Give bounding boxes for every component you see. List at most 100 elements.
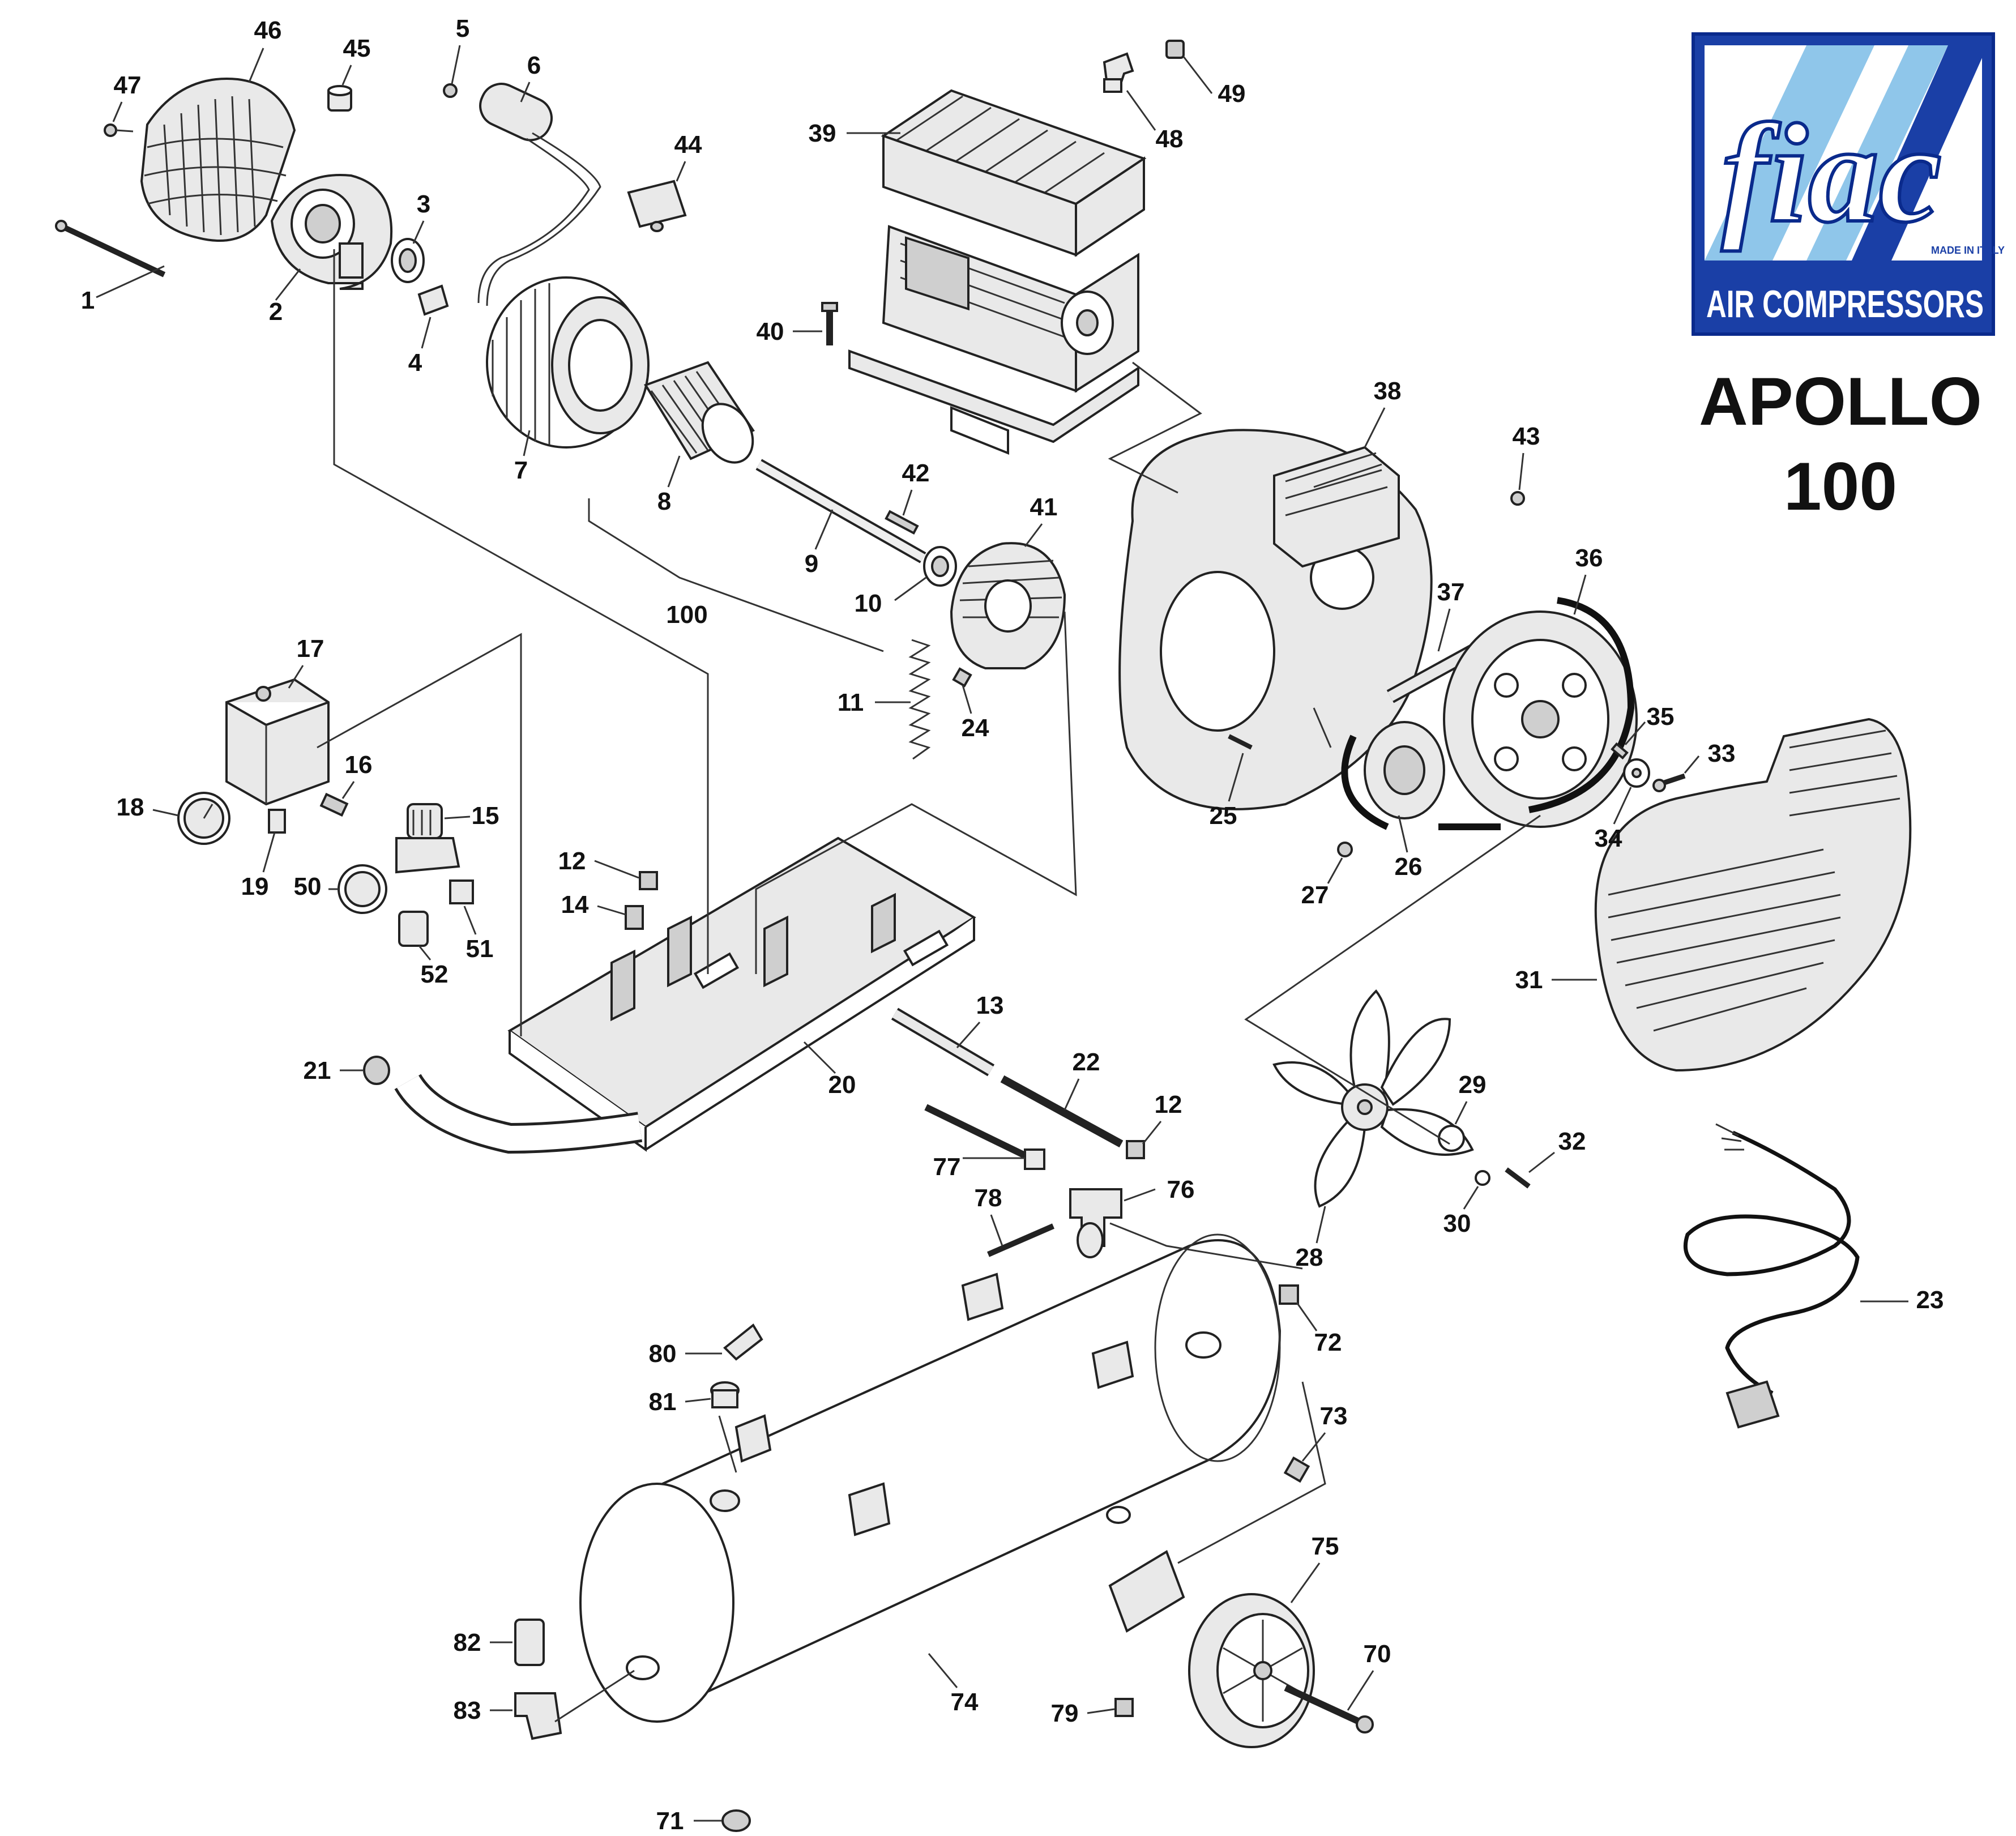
nut-73: [1283, 1456, 1310, 1483]
label-50: 50: [294, 873, 322, 900]
pressure-gauge-50: [338, 864, 387, 914]
model-number: 100: [1784, 449, 1897, 524]
label-46: 46: [254, 16, 282, 44]
label-12a: 12: [558, 847, 586, 875]
drain-valve-79: [1114, 1698, 1134, 1717]
label-15: 15: [472, 802, 499, 830]
label-40: 40: [757, 318, 784, 345]
label-1: 1: [81, 287, 95, 314]
label-8: 8: [657, 488, 671, 515]
bearing-10: [923, 546, 957, 587]
cooling-fan: [1272, 989, 1474, 1208]
label-29: 29: [1459, 1071, 1487, 1099]
tube-78: [987, 1223, 1054, 1257]
label-20: 20: [828, 1071, 856, 1099]
label-30: 30: [1443, 1210, 1471, 1237]
label-81: 81: [649, 1388, 677, 1416]
label-48: 48: [1156, 125, 1184, 153]
tie-rod-1: [55, 220, 166, 277]
nut-12a: [639, 871, 658, 890]
motor-end-shield: [270, 174, 393, 290]
label-100: 100: [666, 601, 707, 629]
label-4: 4: [408, 349, 422, 377]
label-33: 33: [1708, 740, 1736, 767]
fitting-45: [327, 85, 352, 112]
label-32: 32: [1558, 1128, 1586, 1155]
wheel-bracket: [1108, 1550, 1185, 1633]
plug-72: [1279, 1284, 1299, 1305]
label-35: 35: [1647, 703, 1675, 731]
pressure-switch: [225, 678, 330, 806]
label-26: 26: [1395, 853, 1423, 881]
spring-11: [908, 639, 931, 760]
label-2: 2: [269, 298, 283, 326]
power-cable: [1683, 1123, 1860, 1429]
base-frame: [507, 836, 976, 1152]
label-72: 72: [1314, 1329, 1342, 1356]
label-34: 34: [1595, 825, 1622, 852]
label-73: 73: [1320, 1402, 1348, 1430]
label-22: 22: [1073, 1048, 1100, 1076]
label-23: 23: [1916, 1286, 1944, 1314]
label-51: 51: [466, 935, 494, 963]
motor-shaft: [755, 459, 926, 563]
motor-stator: [486, 276, 650, 449]
nipple-16: [319, 792, 349, 817]
motor-rotor: [644, 361, 755, 464]
reducer-81: [710, 1381, 740, 1408]
made-in-italy: MADE IN ITALY: [1931, 245, 2005, 256]
label-11: 11: [838, 689, 864, 716]
nut-24: [952, 667, 972, 688]
screw-32: [1505, 1167, 1531, 1189]
label-24: 24: [962, 714, 989, 742]
motor-pulley: [1364, 721, 1445, 819]
part-labels: 1 2 3 4 5 6 7 8 9 10 11 12 12 13 14 15 1…: [81, 15, 1944, 1835]
rod-13: [891, 1007, 995, 1077]
label-44: 44: [674, 131, 702, 159]
pump-cylinder-block: [882, 225, 1139, 393]
fitting-19: [268, 809, 286, 834]
label-42: 42: [902, 459, 930, 487]
label-12b: 12: [1155, 1091, 1182, 1118]
logo-wordmark: fiac: [1722, 95, 1942, 252]
label-82: 82: [454, 1629, 481, 1656]
belt-guard-front: [1594, 718, 1912, 1072]
pressure-regulator: [395, 803, 460, 874]
key-42: [885, 510, 919, 535]
wheel-75: [1188, 1593, 1315, 1748]
screw-47: [104, 123, 134, 137]
label-7: 7: [514, 456, 528, 484]
label-10: 10: [855, 590, 882, 617]
bolt-14: [625, 905, 644, 930]
fitting-51: [449, 879, 474, 904]
handle-tube: [394, 1073, 643, 1154]
label-25: 25: [1210, 802, 1237, 830]
label-47: 47: [114, 71, 142, 99]
bearing-3: [391, 238, 425, 283]
capacitor: [477, 83, 601, 306]
screw-33: [1652, 773, 1686, 792]
label-83: 83: [454, 1697, 481, 1724]
label-28: 28: [1296, 1244, 1323, 1271]
label-27: 27: [1301, 881, 1329, 909]
pressure-gauge-18: [177, 792, 230, 845]
bolt-22: [1000, 1075, 1124, 1148]
front-end-shield: [950, 542, 1066, 669]
union-48b: [1103, 78, 1122, 93]
label-17: 17: [297, 635, 324, 663]
label-52: 52: [421, 960, 449, 988]
screw-5: [443, 83, 458, 98]
washer-34: [1623, 758, 1650, 788]
wheel-bolt-70: [1284, 1684, 1374, 1733]
drive-belt-lower: [1341, 735, 1501, 830]
pump-crankcase: [848, 291, 1139, 455]
quick-coupler-52: [398, 911, 429, 947]
label-41: 41: [1030, 493, 1058, 521]
label-5: 5: [456, 15, 469, 42]
air-tank: [579, 1222, 1282, 1723]
flywheel-pulley: [1443, 610, 1638, 828]
label-21: 21: [304, 1057, 331, 1084]
label-45: 45: [343, 35, 371, 62]
nut-12b: [1126, 1140, 1145, 1159]
label-78: 78: [975, 1184, 1002, 1212]
